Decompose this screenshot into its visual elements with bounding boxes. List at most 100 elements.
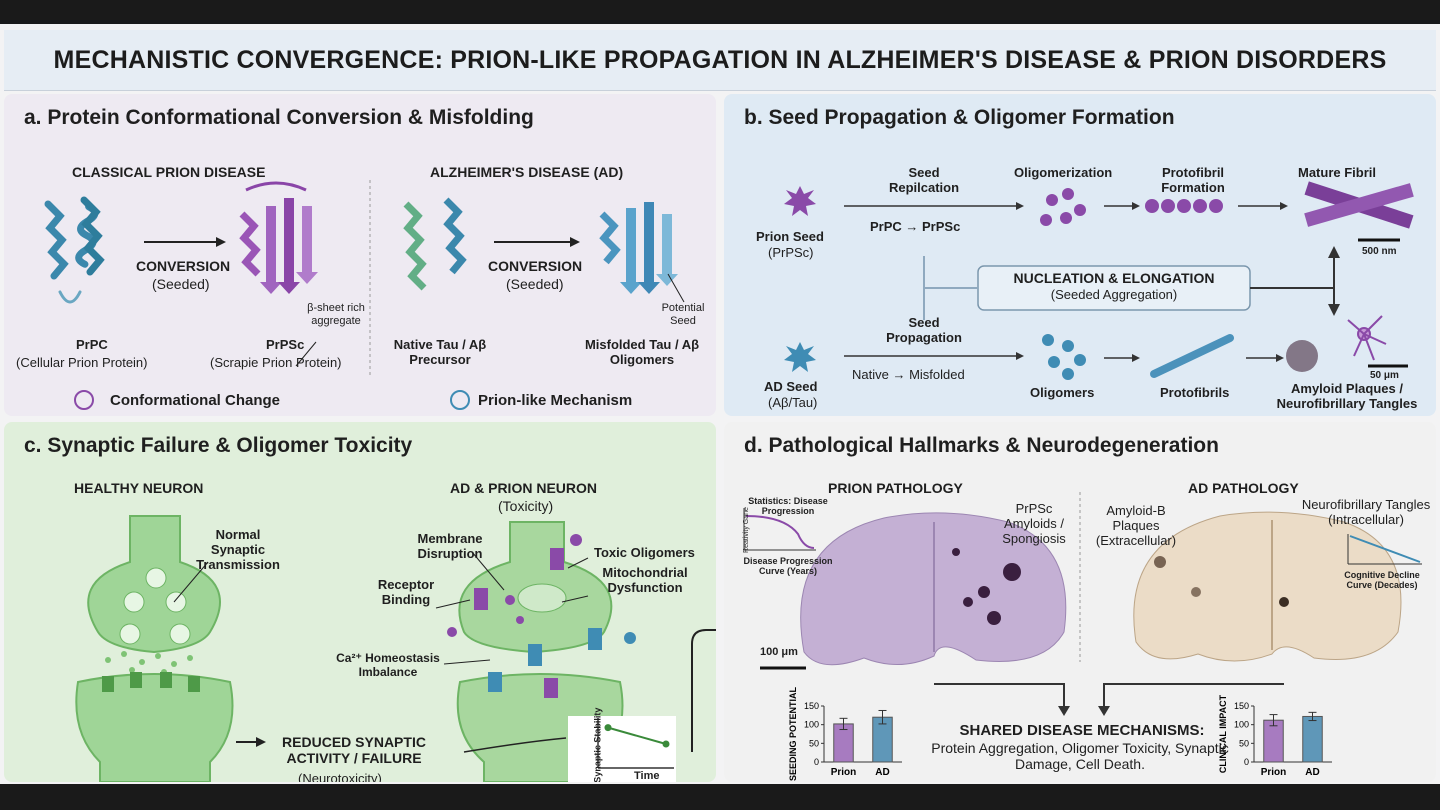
ad-prion-neuron-heading: AD & PRION NEURON [450, 480, 598, 496]
chart-category-label: Prion [831, 767, 857, 778]
protofibrils-label: Protofibrils [1160, 385, 1230, 400]
prion-seed-label: Prion Seed [756, 229, 824, 244]
nucleation-sub: (Seeded Aggregation) [1050, 287, 1178, 302]
seed-replication-label: Seed Repilcation [888, 165, 960, 195]
conversion-label-a2: CONVERSION [488, 258, 583, 274]
receptor-icons [474, 548, 602, 698]
protofibril-formation-label: Protofibril Formation [1161, 165, 1225, 195]
stats-ylabel: Reativity Gane [742, 507, 750, 553]
ad-seed-label: AD Seed [764, 379, 818, 394]
oligomers-label: Oligomers [1030, 385, 1095, 400]
panel-d-title: d. Pathological Hallmarks & Neurodegener… [744, 434, 1219, 457]
mature-fibril-icon [1304, 181, 1414, 229]
neurotoxicity-label: (Neurotoxicity) [298, 771, 382, 782]
prion-like-mechanism-label: Prion-like Mechanism [478, 392, 633, 409]
misfolded-tau-label: Misfolded Tau / Aβ Oligomers [584, 337, 700, 367]
chart-bar [1302, 715, 1323, 763]
figure-frame: MECHANISTIC CONVERGENCE: PRION-LIKE PROP… [0, 24, 1440, 784]
nucleation-title: NUCLEATION & ELONGATION [1013, 270, 1215, 286]
prpsc-desc: (Scrapie Prion Protein) [210, 355, 342, 370]
cognitive-decline-chart [1347, 534, 1422, 565]
chart-category-label: Prion [1261, 767, 1287, 778]
prpc-name: PrPC [76, 337, 108, 352]
native-tau-label: Native Tau / Aβ Precursor [393, 337, 487, 367]
prpsc-protein [239, 181, 318, 294]
panel-b-art [784, 181, 1414, 380]
prion-pathology-heading: PRION PATHOLOGY [828, 480, 963, 496]
seeded-label-a1: (Seeded) [152, 276, 210, 292]
prion-seed-icon [784, 186, 816, 216]
stability-point-start [604, 724, 612, 732]
title-bar: MECHANISTIC CONVERGENCE: PRION-LIKE PROP… [4, 30, 1436, 91]
panel-b: b. Seed Propagation & Oligomer Formation [724, 94, 1436, 416]
chart-tick-label: 100 [1234, 720, 1249, 730]
beta-sheet-label: β-sheet rich aggregate [307, 302, 365, 327]
classical-prion-heading: CLASSICAL PRION DISEASE [72, 164, 266, 180]
chart-y-label: SEEDING POTENTIAL [788, 686, 798, 781]
chart-y-label: CLINICAL IMPACT [1218, 694, 1228, 773]
seeded-label-a2: (Seeded) [506, 276, 564, 292]
panel-b-title: b. Seed Propagation & Oligomer Formation [744, 106, 1175, 129]
disease-progression-chart [743, 508, 816, 551]
native-tau-protein [403, 197, 467, 291]
seed-propagation-label: Seed Propagation [886, 315, 962, 345]
chart-tick-label: 0 [814, 757, 819, 767]
amyloid-b-plaques-label: Amyloid-B Plaques (Extracellular) [1095, 503, 1177, 548]
chart-tick-label: 150 [1234, 701, 1249, 711]
synaptic-stability-chart [568, 716, 676, 782]
ad-seed-sub: (Aβ/Tau) [768, 395, 818, 410]
conformational-change-icon [74, 390, 94, 410]
toxic-oligomer-stars [447, 534, 582, 637]
panel-a: a. Protein Conformational Conversion & M… [4, 94, 716, 416]
healthy-neuron-heading: HEALTHY NEURON [74, 480, 204, 496]
stats-xlabel: Disease Progression Curve (Years) [743, 556, 833, 577]
prion-brain-section [800, 512, 1067, 666]
prion-like-mechanism-icon [450, 390, 470, 410]
amyloid-plaque-icon [1286, 340, 1318, 372]
protofibril-chain [1145, 199, 1223, 213]
connector-arrow-c-d [691, 629, 716, 752]
scale-100-label: 100 μm [760, 646, 798, 658]
chart-category-label: AD [875, 767, 889, 778]
prpsc-amyloids-label: PrPSc Amyloids / Spongiosis [1002, 501, 1066, 546]
protofibril-rod [1150, 334, 1234, 378]
neurotransmitter-dots [105, 651, 193, 675]
prpsc-name: PrPSc [266, 337, 305, 352]
misfolded-tau-protein [599, 202, 678, 294]
plaques-tangles-label: Amyloid Plaques / Neurofibrillary Tangle… [1276, 381, 1418, 411]
prion-seed-sub: (PrPSc) [768, 245, 814, 260]
conformational-change-label: Conformational Change [110, 392, 281, 409]
shared-mechanisms-title: SHARED DISEASE MECHANISMS: [959, 722, 1205, 739]
chart-tick-label: 50 [809, 738, 819, 748]
chart-bar [1263, 719, 1284, 763]
reduced-activity-label: REDUCED SYNAPTIC ACTIVITY / FAILURE [282, 734, 426, 767]
mature-fibril-label: Mature Fibril [1298, 165, 1377, 180]
conversion-label-a1: CONVERSION [136, 258, 231, 274]
healthy-postsynaptic-terminal [75, 672, 234, 782]
prpc-to-prpsc-label: PrPC → PrPSc [870, 219, 961, 234]
panel-d: d. Pathological Hallmarks & Neurodegener… [724, 422, 1436, 782]
native-to-misfolded-label: Native → Misfolded [852, 367, 965, 382]
panel-c-art [75, 515, 716, 782]
panel-a-art [44, 180, 685, 410]
ad-heading: ALZHEIMER'S DISEASE (AD) [430, 164, 624, 180]
toxic-oligomers-label: Toxic Oligomers [594, 545, 695, 560]
prpc-protein [44, 196, 105, 304]
figure-title: MECHANISTIC CONVERGENCE: PRION-LIKE PROP… [53, 45, 1387, 74]
chart-tick-label: 50 [1239, 738, 1249, 748]
ad-prion-neuron-sub: (Toxicity) [498, 498, 554, 514]
stability-trend-line [607, 726, 667, 745]
receptor-binding-label: Receptor Binding [377, 577, 435, 607]
healthy-presynaptic-terminal [87, 515, 221, 654]
membrane-disruption-label: Membrane Disruption [417, 531, 483, 561]
ad-seed-icon [784, 342, 816, 372]
oligomerization-label: Oligomerization [1014, 165, 1113, 180]
scale-500-label: 500 nm [1362, 246, 1397, 257]
mitochondrion-icon [517, 583, 567, 613]
panel-c: c. Synaptic Failure & Oligomer Toxicity … [4, 422, 716, 782]
chart-tick-label: 150 [804, 701, 819, 711]
mini-chart-ylabel: Synaptic Stability [592, 707, 603, 782]
scale-50-label: 50 μm [1370, 370, 1399, 381]
